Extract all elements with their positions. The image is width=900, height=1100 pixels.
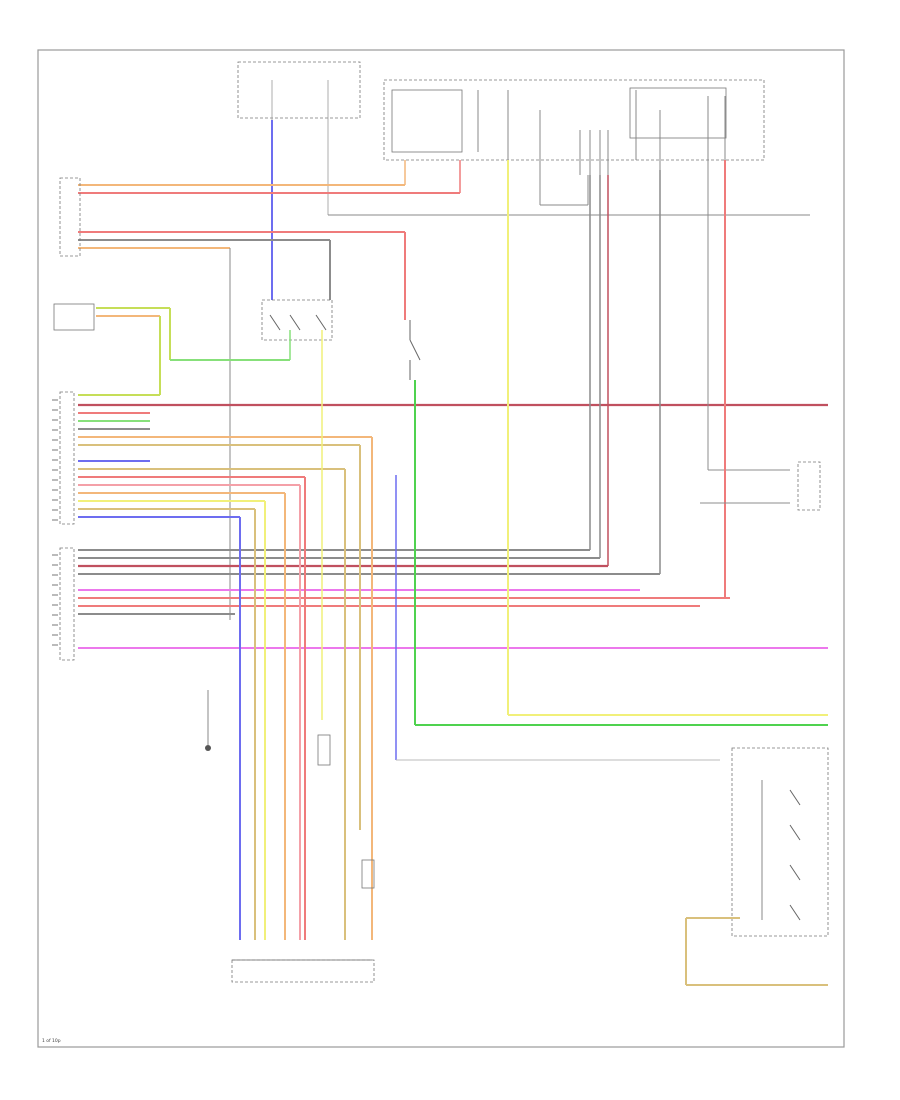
switch-group — [261, 299, 421, 380]
fuse-relay-block — [383, 79, 765, 206]
ecm-connector-upper — [59, 391, 75, 661]
relay-verticals — [507, 160, 828, 716]
sensor-lines — [53, 303, 291, 396]
label-marks — [52, 399, 58, 646]
lower-sensor-wires — [231, 437, 720, 983]
top-fuse-feeds — [237, 61, 810, 300]
main-harness — [78, 403, 828, 649]
footer-code: 1 of 10p — [42, 1038, 61, 1044]
diagram-frame — [37, 49, 845, 1048]
green-feed — [321, 330, 828, 726]
upper-harness — [59, 160, 461, 620]
range-selector-switch — [685, 747, 829, 986]
ground-point — [205, 690, 211, 751]
